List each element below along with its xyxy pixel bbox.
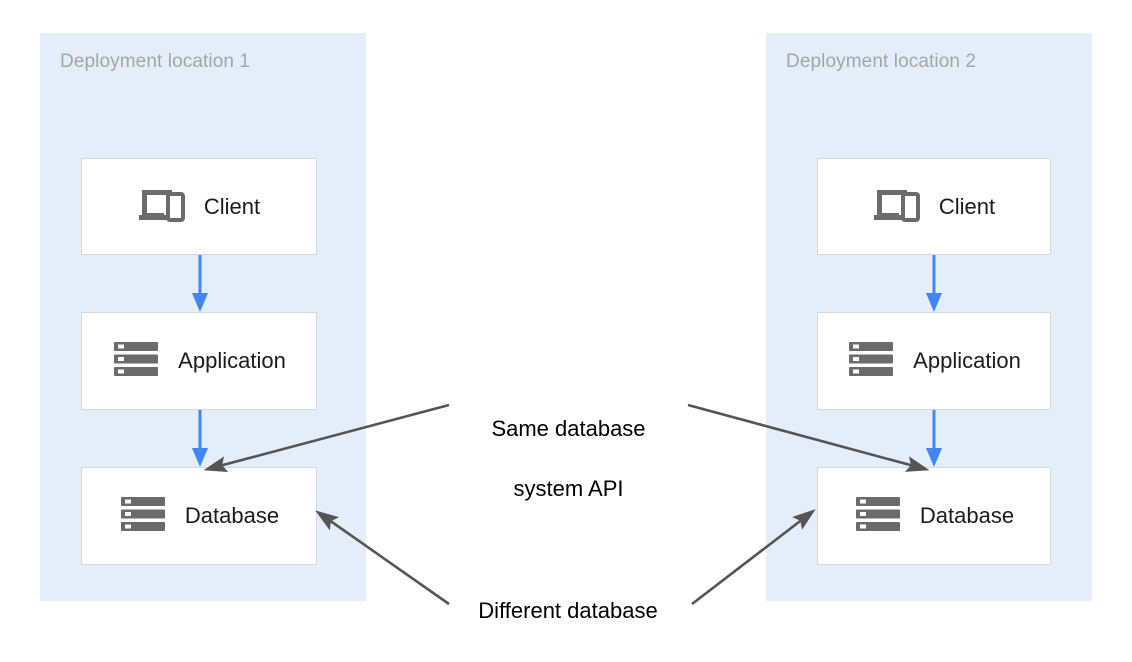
- flow-client-1-to-application-1-arrow: [192, 255, 208, 312]
- client-2-label: Client: [938, 193, 996, 219]
- database-2-node[interactable]: Database: [817, 467, 1051, 565]
- annotation-line-2: system: [443, 656, 693, 662]
- database-2-label: Database: [919, 503, 1015, 528]
- deployment-location-1-title: Deployment location 1: [60, 51, 251, 72]
- client-1-node[interactable]: Client: [81, 158, 317, 255]
- different-database-system-label: Different database system: [443, 566, 693, 662]
- client-2-node[interactable]: Client: [817, 158, 1051, 255]
- client-1-label: Client: [203, 193, 261, 219]
- same-database-system-api-label: Same database system API: [446, 384, 691, 534]
- application-2-label: Application: [913, 348, 1021, 373]
- application-2-node[interactable]: Application: [817, 312, 1051, 410]
- database-1-label: Database: [184, 503, 280, 528]
- devices-icon: [873, 184, 921, 229]
- deployment-location-2-title: Deployment location 2: [786, 51, 977, 72]
- annotation-line-2: system API: [513, 476, 624, 501]
- server-icon: [112, 339, 160, 384]
- flow-application-2-to-database-2-arrow: [926, 410, 942, 467]
- flow-application-1-to-database-1-arrow: [192, 410, 208, 467]
- devices-icon: [138, 184, 186, 229]
- flow-client-2-to-application-2-arrow: [926, 255, 942, 312]
- database-server-icon: [119, 494, 167, 539]
- annotation-line-1: Different database: [478, 598, 658, 623]
- database-1-node[interactable]: Database: [81, 467, 317, 565]
- annotation-line-1: Same database: [491, 416, 646, 441]
- application-1-label: Application: [178, 348, 286, 373]
- server-icon: [847, 339, 895, 384]
- application-1-node[interactable]: Application: [81, 312, 317, 410]
- database-server-icon: [854, 494, 902, 539]
